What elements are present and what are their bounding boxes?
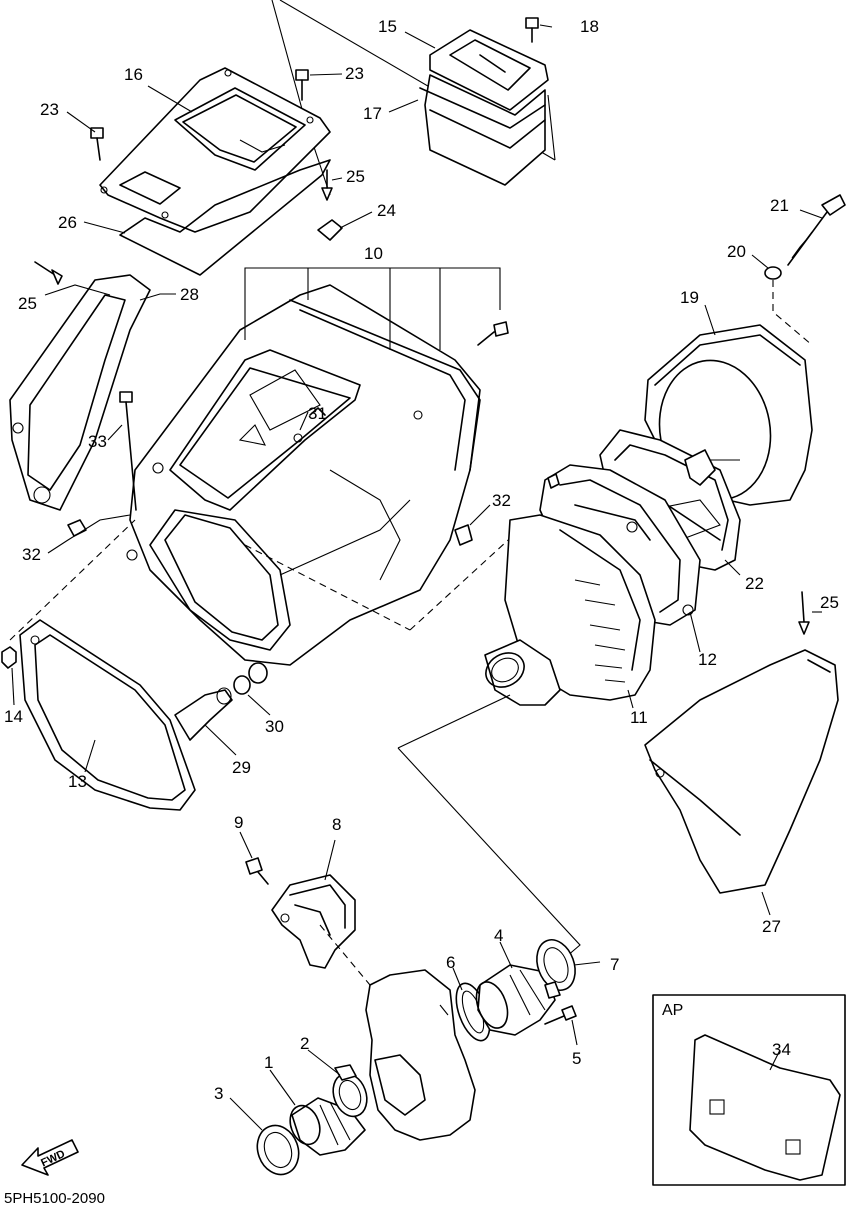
bolt-23-left (90, 127, 104, 161)
label-part-29: 29 (232, 758, 251, 777)
part-11-guide (484, 514, 656, 706)
label-part-15: 15 (378, 17, 397, 36)
label-part-9: 9 (234, 813, 243, 832)
label-part-12: 12 (698, 650, 717, 669)
label-part-16: 16 (124, 65, 143, 84)
label-part-30: 30 (265, 717, 284, 736)
label-part-14: 14 (4, 707, 23, 726)
label-part-1: 1 (264, 1053, 273, 1072)
label-part-8: 8 (332, 815, 341, 834)
label-part-31: 31 (308, 404, 327, 423)
label-part-21: 21 (770, 196, 789, 215)
rivet-25-left (34, 261, 63, 285)
label-part-5: 5 (572, 1049, 581, 1068)
part-14-nut (1, 646, 17, 669)
diagram-code: 5PH5100-2090 (4, 1190, 105, 1207)
part-34-sheet (689, 1034, 841, 1181)
part-22-filter (599, 429, 741, 571)
part-16-cover (99, 67, 331, 233)
label-part-24: 24 (377, 201, 396, 220)
label-part-7: 7 (610, 955, 619, 974)
part-10-airbox (126, 284, 481, 666)
bolt-33 (119, 391, 137, 511)
label-part-13: 13 (68, 772, 87, 791)
part-3-clamp (256, 1124, 300, 1176)
label-part-34: 34 (772, 1040, 791, 1059)
drawing (1, 0, 846, 1186)
part-13-plate (19, 619, 196, 811)
label-part-17: 17 (363, 104, 382, 123)
label-part-19: 19 (680, 288, 699, 307)
part-32-clip-mid (547, 473, 560, 489)
label-part-32-left: 32 (22, 545, 41, 564)
part-31 (309, 407, 326, 416)
fwd-label: FWD (39, 1148, 67, 1169)
part-32-clip-right (454, 524, 473, 546)
part-29-tube (174, 687, 233, 741)
label-part-26: 26 (58, 213, 77, 232)
part-15-duct (419, 29, 549, 186)
label-part-25-right: 25 (820, 593, 839, 612)
rivet-25-top (321, 169, 333, 201)
label-part-28: 28 (180, 285, 199, 304)
bolt-18 (525, 17, 539, 43)
label-part-23-right: 23 (345, 64, 364, 83)
label-part-20: 20 (727, 242, 746, 261)
part-26-seal (119, 159, 331, 276)
part-28-side-plate (9, 274, 151, 511)
part-24-grommet (317, 219, 343, 241)
engine-case (365, 969, 476, 1141)
label-part-23-left: 23 (40, 100, 59, 119)
bolt-23-right (295, 69, 309, 101)
part-27-side-cover (644, 649, 839, 894)
label-part-33: 33 (88, 432, 107, 451)
label-part-10: 10 (364, 244, 383, 263)
label-part-6: 6 (446, 953, 455, 972)
label-part-11: 11 (630, 708, 648, 727)
label-part-4: 4 (494, 926, 503, 945)
part-labels: 1 2 3 4 5 6 7 8 9 10 11 12 13 14 15 16 1… (4, 17, 839, 1103)
fwd-arrow-icon (21, 1139, 79, 1176)
part-32-clip-left (67, 519, 87, 537)
part-20-washer (764, 266, 782, 280)
part-7-clamp (536, 939, 576, 999)
inset-label: AP (662, 1002, 683, 1019)
part-8-cover (271, 874, 356, 969)
bolt-9 (245, 857, 269, 885)
bolt-10 (477, 321, 509, 346)
leader-lines (11, 24, 823, 1131)
rivet-25-right (798, 591, 810, 635)
label-part-25-left: 25 (18, 294, 37, 313)
label-part-18: 18 (580, 17, 599, 36)
label-part-2: 2 (300, 1034, 309, 1053)
label-part-22: 22 (745, 574, 764, 593)
label-part-25-top: 25 (346, 167, 365, 186)
label-part-32-right: 32 (492, 491, 511, 510)
part-4-joint (475, 964, 556, 1036)
part-30-clamp (233, 662, 268, 695)
label-part-27: 27 (762, 917, 781, 936)
ap-inset (652, 994, 846, 1186)
label-part-3: 3 (214, 1084, 223, 1103)
part-2-clamp (332, 1064, 368, 1118)
part-21-bolt (787, 194, 846, 266)
bolt-5 (544, 1005, 577, 1025)
